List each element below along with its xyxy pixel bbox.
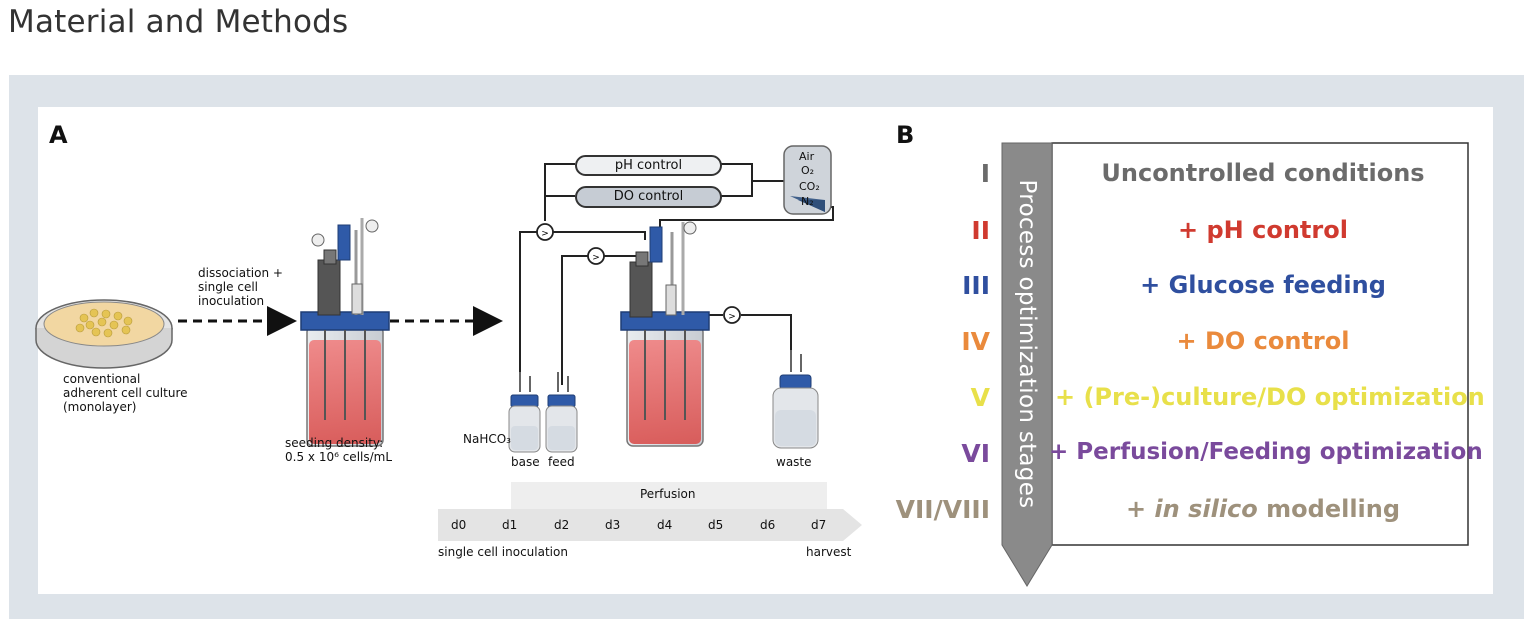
arrow-caption-1: dissociation + xyxy=(198,266,283,280)
stage-3-num: III xyxy=(962,271,990,300)
perfusion-label: Perfusion xyxy=(640,487,696,501)
pump-3-icon: > xyxy=(723,306,741,324)
arrow-caption-2: single cell xyxy=(198,280,258,294)
process-arrow-label: Process optimization stages xyxy=(1014,179,1040,509)
pump-3-symbol: > xyxy=(728,312,736,322)
bioreactor-2-icon xyxy=(620,221,710,447)
perfusion-band xyxy=(511,482,827,509)
ph-control-box: pH control xyxy=(575,155,722,176)
dish-caption-2: adherent cell culture xyxy=(63,386,188,400)
stage-1-text: Uncontrolled conditions xyxy=(1101,159,1425,187)
timeline-start-label: single cell inoculation xyxy=(438,545,568,559)
do-control-box: DO control xyxy=(575,186,722,208)
nahco3-label: NaHCO₃ xyxy=(463,432,511,446)
day-d0: d0 xyxy=(451,518,467,532)
day-d5: d5 xyxy=(708,518,724,532)
stage-7-italic: in silico xyxy=(1154,495,1258,523)
stage-7-suffix: modelling xyxy=(1257,495,1401,523)
stage-5-text: + (Pre-)culture/DO optimization xyxy=(1055,383,1485,411)
base-label: base xyxy=(511,455,540,469)
stage-5-num: V xyxy=(970,383,990,412)
gas-o2: O₂ xyxy=(801,164,815,177)
day-d1: d1 xyxy=(502,518,518,532)
day-d3: d3 xyxy=(605,518,621,532)
stage-7-prefix: + xyxy=(1125,495,1155,523)
day-d7: d7 xyxy=(811,518,827,532)
stage-4-num: IV xyxy=(961,327,990,356)
stage-6-text: + Perfusion/Feeding optimization xyxy=(1049,439,1483,465)
petri-dish-icon xyxy=(35,299,173,369)
pump-1-icon: > xyxy=(536,223,554,241)
bioreactor-1-icon xyxy=(300,218,390,447)
day-d6: d6 xyxy=(760,518,776,532)
seeding-density-value: 0.5 x 10⁶ cells/mL xyxy=(285,450,393,464)
panel-a-label: A xyxy=(49,121,68,149)
stage-7-text: + in silico modelling xyxy=(1055,495,1471,523)
feed-bottle-icon xyxy=(545,372,578,453)
page-title: Material and Methods xyxy=(8,4,349,40)
timeline-arrow xyxy=(438,509,862,541)
feed-label: feed xyxy=(548,455,575,469)
stage-3-text: + Glucose feeding xyxy=(1140,271,1386,299)
base-bottle-icon xyxy=(508,372,541,453)
day-d4: d4 xyxy=(657,518,673,532)
day-d2: d2 xyxy=(554,518,570,532)
dish-caption-1: conventional xyxy=(63,372,141,386)
waste-label: waste xyxy=(776,455,812,469)
panel-b-label: B xyxy=(896,121,915,149)
gas-co2: CO₂ xyxy=(799,180,820,193)
pump-1-symbol: > xyxy=(541,229,549,239)
stage-2-text: + pH control xyxy=(1178,216,1348,244)
gas-air: Air xyxy=(799,150,815,163)
stage-2-num: II xyxy=(971,216,990,245)
process-arrow xyxy=(1001,142,1053,587)
stage-6-num: VI xyxy=(961,439,990,468)
stage-7-num: VII/VIII xyxy=(895,495,990,524)
arrow-caption-3: inoculation xyxy=(198,294,265,308)
gas-supply-icon xyxy=(783,145,832,215)
timeline-end-label: harvest xyxy=(806,545,852,559)
gas-n2: N₂ xyxy=(801,195,814,208)
dish-caption-3: (monolayer) xyxy=(63,400,137,414)
waste-bottle-icon xyxy=(772,350,819,449)
pump-2-icon: > xyxy=(587,247,605,265)
seeding-density-label: seeding density: xyxy=(285,436,384,450)
stage-1-num: I xyxy=(980,159,990,188)
stage-4-text: + DO control xyxy=(1176,327,1350,355)
pump-2-symbol: > xyxy=(592,253,600,263)
stages-box xyxy=(1051,142,1469,546)
